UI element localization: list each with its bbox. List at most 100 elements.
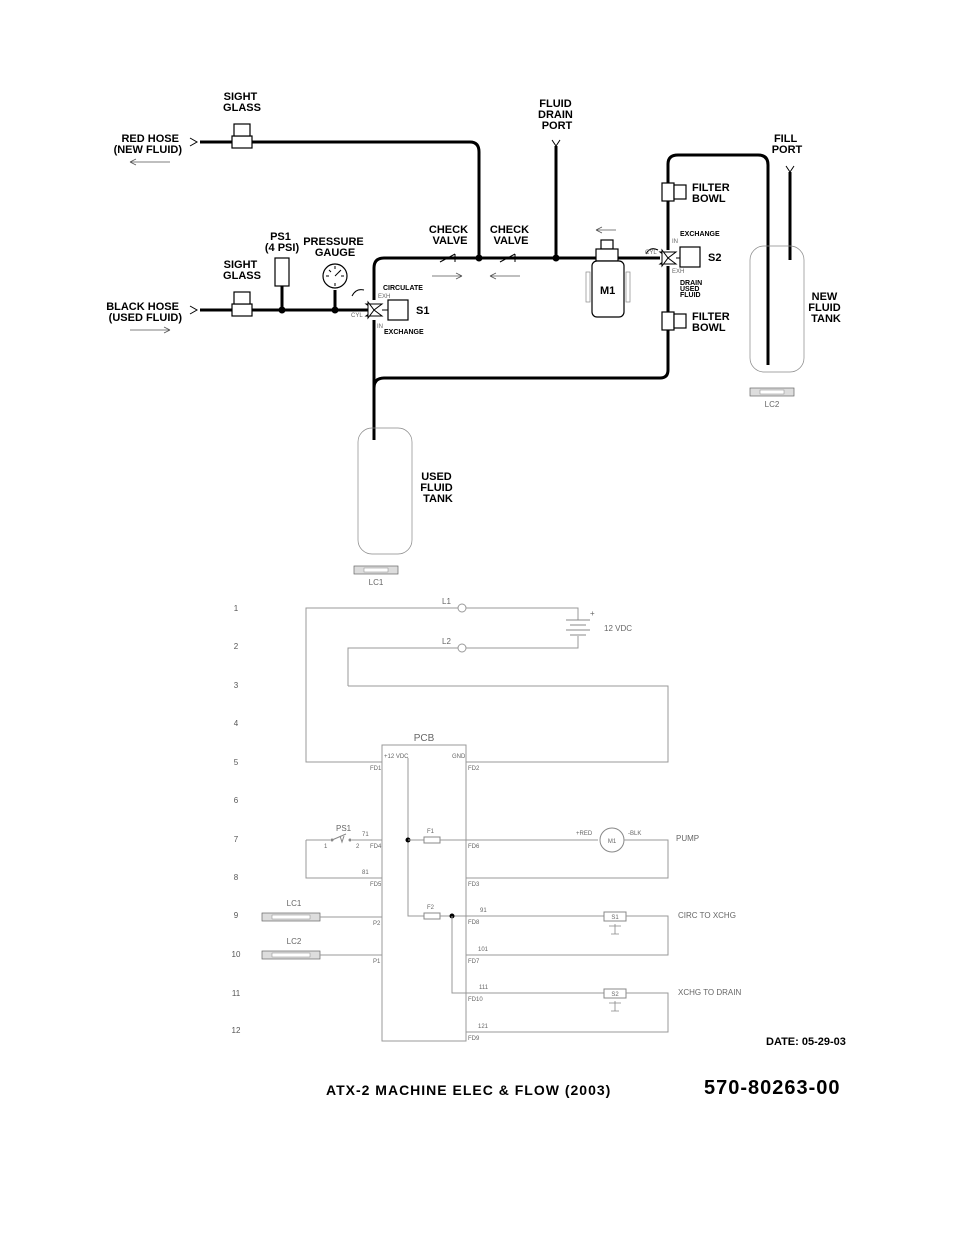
s1-solenoid-label: S1 xyxy=(611,915,619,921)
wire-91-label: 91 xyxy=(480,908,487,914)
s1-valve-glyph xyxy=(609,924,621,935)
used-fluid-tank xyxy=(357,427,413,555)
battery-plus: + xyxy=(590,609,595,618)
drawing-title: ATX-2 MACHINE ELEC & FLOW (2003) xyxy=(326,1082,611,1098)
p1-label: P1 xyxy=(373,959,381,965)
check-valve-2 xyxy=(499,253,516,263)
wire-81-label: 81 xyxy=(362,870,369,876)
filter-bowl-top-cap xyxy=(673,184,687,200)
sight-glass-bottom-body xyxy=(233,291,251,305)
pressure-gauge-label: PRESSURE GAUGE xyxy=(303,236,367,259)
m1-label: M1 xyxy=(600,285,615,297)
s1-cyl-label: CYL xyxy=(351,313,363,319)
s2-flow-arc xyxy=(645,248,659,255)
row-number: 4 xyxy=(234,719,239,728)
fd8-label: FD8 xyxy=(468,920,480,926)
row-number: 8 xyxy=(234,873,239,882)
drain-junction xyxy=(552,254,560,262)
m1-motor-label: M1 xyxy=(608,839,617,845)
ps1-pin-1: 1 xyxy=(324,844,328,850)
black-hose-label: BLACK HOSE (USED FLUID) xyxy=(106,301,182,324)
wire-121-label: 121 xyxy=(478,1024,489,1030)
ps1-pin-2: 2 xyxy=(356,844,360,850)
row-number: 5 xyxy=(234,758,239,767)
s2-in-label: IN xyxy=(672,239,678,245)
fd10-label: FD10 xyxy=(468,997,483,1003)
pump-label: PUMP xyxy=(676,834,699,843)
exchange-s2-label: EXCHANGE xyxy=(680,231,720,238)
battery-symbol xyxy=(566,619,590,636)
fill-port-connector xyxy=(785,165,795,173)
fd6-label: FD6 xyxy=(468,844,480,850)
m1-head xyxy=(595,248,619,262)
ps1-return-wire xyxy=(305,840,382,879)
gnd-wire xyxy=(348,685,669,763)
circulate-label: CIRCULATE xyxy=(383,285,423,292)
sight-glass-top-body xyxy=(233,123,251,137)
fill-port-label: FILL PORT xyxy=(772,133,803,156)
m1-blk-label: -BLK xyxy=(628,831,641,837)
s2-function-label: XCHG TO DRAIN xyxy=(678,988,741,997)
lc2-flow-label: LC2 xyxy=(765,400,780,409)
lc2-elec-label: LC2 xyxy=(287,937,302,946)
fd2-label: FD2 xyxy=(468,766,480,772)
row-number: 3 xyxy=(234,681,239,690)
pcb-internal-bus xyxy=(407,758,424,917)
l2-terminal xyxy=(457,643,467,653)
exchange-s1-label: EXCHANGE xyxy=(384,329,424,336)
l2-label: L2 xyxy=(442,637,451,646)
part-number: 570-80263-00 xyxy=(704,1077,841,1099)
f2-label: F2 xyxy=(427,905,435,911)
l1-wire xyxy=(305,607,458,763)
row-number: 12 xyxy=(232,1026,241,1035)
pcb-label: PCB xyxy=(414,733,435,744)
wire-101-label: 101 xyxy=(478,947,489,953)
check-valve-1 xyxy=(439,253,456,263)
f1-fuse xyxy=(423,836,441,844)
sight-glass-top-label: SIGHT GLASS xyxy=(223,91,261,114)
m1-bracket-left xyxy=(585,271,591,303)
new-fluid-tank xyxy=(749,245,805,373)
drain-used-fluid-label: DRAIN USED FLUID xyxy=(680,280,704,299)
fluid-drain-port-label: FLUID DRAIN PORT xyxy=(538,98,576,132)
l2-wire xyxy=(347,647,458,686)
m1-top-cap xyxy=(600,239,614,250)
flow-arrows xyxy=(129,158,616,334)
m1-pump xyxy=(591,260,625,318)
row-number: 1 xyxy=(234,604,239,613)
red-hose-connector xyxy=(189,137,199,147)
s1-return-wire xyxy=(466,915,669,956)
row-number: 10 xyxy=(232,950,241,959)
row-number: 2 xyxy=(234,642,239,651)
wire-111-label: 111 xyxy=(479,985,489,991)
l1-terminal xyxy=(457,603,467,613)
s2-valve-symbol xyxy=(658,248,678,268)
black-hose-connector xyxy=(189,305,199,315)
lc1-elec-label: LC1 xyxy=(287,899,302,908)
drain-port-connector xyxy=(551,139,561,147)
row-numbers: 1 2 3 4 5 6 7 8 9 10 11 12 xyxy=(232,604,241,1035)
sight-glass-bottom-label: SIGHT GLASS xyxy=(223,259,261,282)
s1-function-label: CIRC TO XCHG xyxy=(678,911,736,920)
l1-label: L1 xyxy=(442,597,451,606)
s2-return-wire xyxy=(466,992,669,1033)
pcb-gnd-label: GND xyxy=(452,754,466,760)
f2-to-s2 xyxy=(451,916,604,994)
s2-label: S2 xyxy=(708,252,721,264)
filter-bowl-bottom-cap xyxy=(673,313,687,329)
fd9-label: FD9 xyxy=(468,1036,480,1042)
pump-return-wire xyxy=(466,839,669,879)
gauge-ticks xyxy=(326,266,344,286)
m1-bracket-right xyxy=(625,271,631,303)
row-number: 7 xyxy=(234,835,239,844)
lc1-flow-label: LC1 xyxy=(369,578,384,587)
date-label: DATE: 05-29-03 xyxy=(766,1036,846,1048)
s1-solenoid xyxy=(387,299,409,321)
s2-solenoid-label: S2 xyxy=(611,992,619,998)
pcb-12vdc-label: +12 VDC xyxy=(384,754,409,760)
fd3-label: FD3 xyxy=(468,882,480,888)
battery-label: 12 VDC xyxy=(604,624,632,633)
fd4-label: FD4 xyxy=(370,844,382,850)
f1-label: F1 xyxy=(427,829,435,835)
